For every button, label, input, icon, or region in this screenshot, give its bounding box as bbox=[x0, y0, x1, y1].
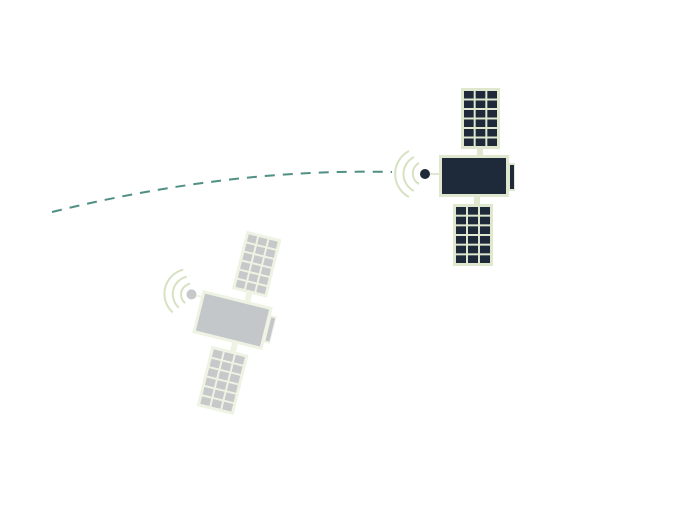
solar-cell bbox=[207, 368, 219, 378]
solar-cell bbox=[456, 245, 466, 254]
solar-cell bbox=[202, 386, 214, 397]
solar-cell bbox=[237, 270, 249, 280]
solar-cell bbox=[487, 138, 497, 146]
solar-cell bbox=[487, 119, 497, 127]
solar-cell bbox=[475, 100, 486, 108]
solar-cell bbox=[209, 358, 221, 369]
solar-cell bbox=[200, 396, 212, 407]
solar-cell bbox=[213, 389, 225, 400]
solar-cell bbox=[240, 261, 251, 271]
solar-panel-top bbox=[461, 88, 500, 149]
solar-cell bbox=[456, 207, 466, 215]
solar-cell bbox=[456, 216, 466, 225]
solar-cell bbox=[464, 100, 474, 108]
antenna-icon bbox=[186, 289, 197, 300]
solar-panel-top bbox=[231, 230, 282, 298]
solar-cell bbox=[254, 246, 266, 256]
solar-cell bbox=[468, 245, 478, 254]
solar-cell bbox=[456, 255, 466, 263]
solar-cell bbox=[487, 110, 497, 118]
solar-cell bbox=[480, 207, 490, 215]
solar-cell bbox=[464, 129, 474, 137]
solar-cell bbox=[456, 236, 466, 244]
solar-cell bbox=[468, 236, 478, 244]
solar-cell bbox=[226, 383, 238, 393]
solar-cell bbox=[468, 216, 478, 225]
solar-cell bbox=[475, 138, 486, 146]
solar-cell bbox=[480, 245, 490, 254]
solar-cell bbox=[480, 226, 490, 234]
solar-cell bbox=[468, 255, 478, 263]
solar-cell bbox=[487, 129, 497, 137]
solar-cell bbox=[222, 401, 234, 412]
solar-cell bbox=[229, 373, 241, 384]
dashed-orbit-path bbox=[51, 170, 393, 213]
solar-cell bbox=[480, 216, 490, 225]
solar-cell bbox=[464, 110, 474, 118]
secondary-satellite bbox=[163, 230, 282, 416]
solar-cell bbox=[456, 226, 466, 234]
solar-cell bbox=[464, 91, 474, 99]
solar-cell bbox=[204, 377, 216, 388]
solar-cell bbox=[263, 257, 274, 267]
solar-cell bbox=[231, 364, 243, 374]
solar-cell bbox=[246, 234, 258, 244]
solar-cell bbox=[252, 255, 263, 265]
solar-cell bbox=[248, 273, 259, 283]
solar-cell bbox=[260, 266, 272, 276]
solar-cell bbox=[233, 354, 245, 365]
solar-cell bbox=[244, 243, 255, 253]
solar-cell bbox=[235, 279, 246, 289]
solar-cell bbox=[487, 91, 497, 99]
solar-cell bbox=[487, 100, 497, 108]
solar-cell bbox=[211, 399, 223, 409]
solar-panel-bottom bbox=[196, 345, 249, 416]
solar-cell bbox=[220, 361, 232, 372]
solar-cell bbox=[242, 252, 253, 262]
solar-cell bbox=[250, 264, 261, 274]
solar-cell bbox=[464, 138, 474, 146]
solar-cell bbox=[218, 370, 230, 381]
solar-cell bbox=[258, 275, 269, 286]
solar-cell bbox=[257, 237, 268, 247]
solar-cell bbox=[468, 226, 478, 234]
solar-cell bbox=[215, 380, 227, 390]
solar-cell bbox=[475, 110, 486, 118]
solar-cell bbox=[245, 282, 257, 292]
signal-waves-icon bbox=[163, 268, 191, 314]
solar-cell bbox=[256, 284, 267, 295]
solar-cell bbox=[475, 119, 486, 127]
solar-cell bbox=[222, 352, 234, 362]
solar-cell bbox=[267, 239, 278, 249]
solar-cell bbox=[475, 91, 486, 99]
solar-cell bbox=[468, 207, 478, 215]
solar-cell bbox=[480, 236, 490, 244]
solar-cell bbox=[475, 129, 486, 137]
signal-waves-icon bbox=[394, 150, 420, 198]
active-satellite bbox=[394, 88, 515, 266]
solar-panel-bottom bbox=[453, 204, 493, 266]
solar-cell bbox=[464, 119, 474, 127]
antenna-icon bbox=[420, 169, 430, 179]
solar-cell bbox=[211, 349, 223, 360]
solar-cell bbox=[480, 255, 490, 263]
solar-cell bbox=[224, 392, 236, 403]
solar-cell bbox=[265, 248, 276, 258]
